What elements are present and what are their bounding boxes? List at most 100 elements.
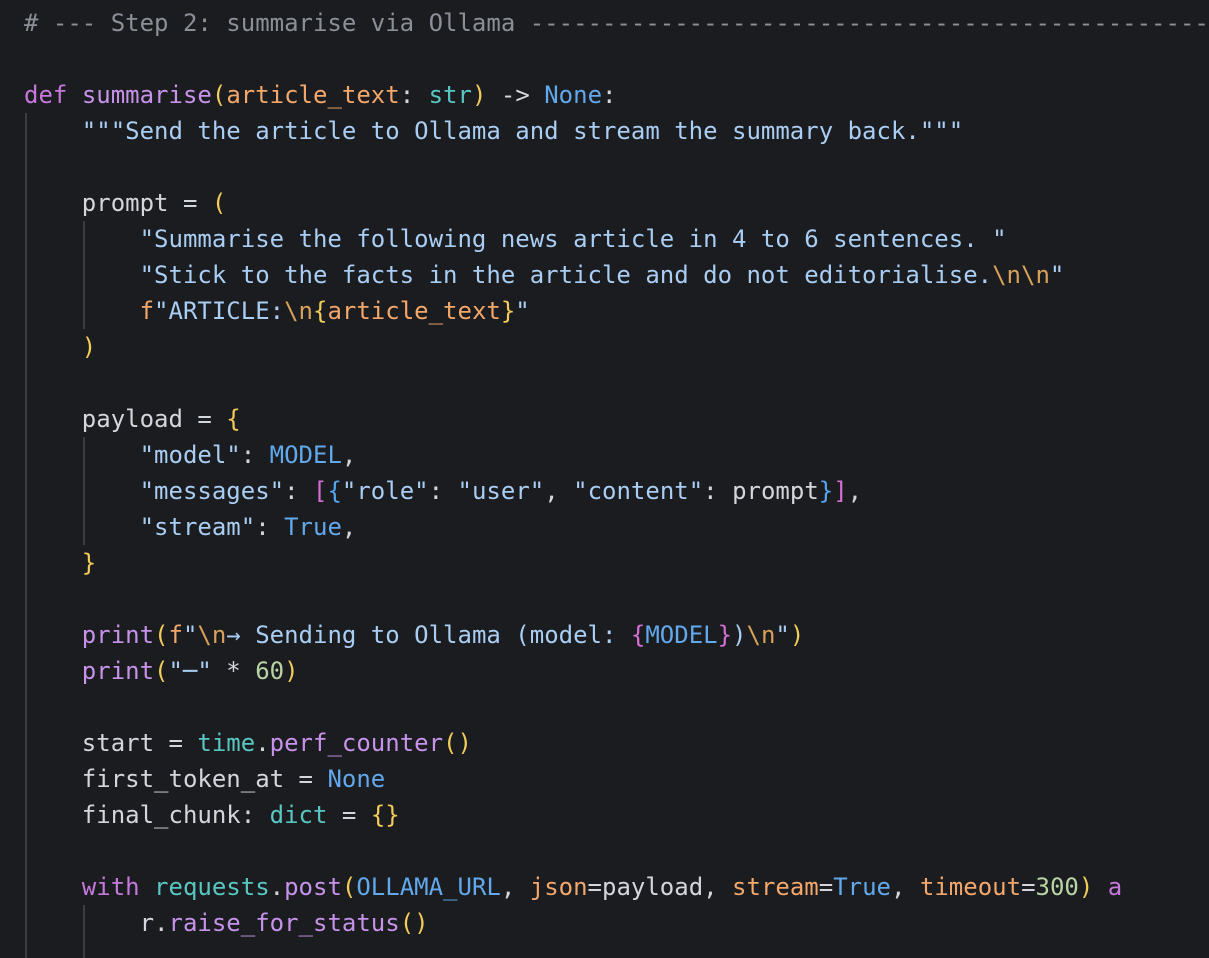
code-line[interactable]: first_token_at = None bbox=[24, 761, 385, 797]
indent-guide bbox=[25, 113, 27, 958]
code-token: f bbox=[168, 621, 183, 649]
code-token bbox=[24, 549, 82, 577]
code-token bbox=[24, 657, 82, 685]
code-token: , bbox=[847, 477, 863, 505]
code-token bbox=[24, 477, 140, 505]
code-token: str bbox=[428, 81, 472, 109]
code-line[interactable]: "messages": [{"role": "user", "content":… bbox=[24, 473, 863, 509]
code-token: } bbox=[717, 621, 733, 649]
code-line[interactable]: "Stick to the facts in the article and d… bbox=[24, 257, 1065, 293]
code-token: article_text bbox=[226, 81, 400, 109]
code-token: " bbox=[515, 297, 530, 325]
code-token: ) bbox=[789, 621, 805, 649]
code-token: None bbox=[544, 81, 603, 109]
code-token: "Summarise the following news article in… bbox=[139, 225, 1007, 253]
code-line[interactable]: "model": MODEL, bbox=[24, 437, 357, 473]
code-line[interactable]: "Summarise the following news article in… bbox=[24, 221, 1007, 257]
code-token: , bbox=[891, 873, 920, 901]
code-token: \n bbox=[746, 621, 776, 649]
code-token: " bbox=[775, 621, 790, 649]
code-token: "role" bbox=[341, 477, 429, 505]
code-token: ( bbox=[154, 657, 169, 685]
code-token: : bbox=[428, 477, 458, 505]
code-token: time bbox=[197, 729, 256, 757]
code-token: # --- Step 2: summarise via Ollama -----… bbox=[24, 9, 1209, 37]
code-token: } bbox=[818, 477, 834, 505]
code-line[interactable]: final_chunk: dict = {} bbox=[24, 797, 400, 833]
code-token: , bbox=[544, 477, 574, 505]
code-token: [ bbox=[313, 477, 328, 505]
code-line[interactable]: payload = { bbox=[24, 401, 241, 437]
code-line[interactable]: "stream": True, bbox=[24, 509, 357, 545]
code-token: " bbox=[1049, 261, 1065, 289]
code-token: MODEL bbox=[645, 621, 718, 649]
code-line[interactable]: prompt = ( bbox=[24, 185, 227, 221]
code-token: ( bbox=[211, 81, 227, 109]
code-token: " bbox=[182, 621, 198, 649]
code-token: True bbox=[284, 513, 342, 541]
code-token: : prompt bbox=[703, 477, 819, 505]
code-line[interactable]: print(f"\n→ Sending to Ollama (model: {M… bbox=[24, 617, 805, 653]
code-token: timeout bbox=[919, 873, 1022, 901]
code-token: prompt bbox=[24, 189, 183, 217]
code-token bbox=[67, 81, 81, 109]
code-token: } bbox=[81, 549, 97, 577]
code-token: . bbox=[154, 909, 169, 937]
code-line[interactable]: } bbox=[24, 545, 96, 581]
code-token bbox=[24, 441, 140, 469]
code-token: () bbox=[399, 909, 429, 937]
code-token: ) bbox=[732, 621, 747, 649]
code-token bbox=[183, 729, 197, 757]
code-token: \n bbox=[284, 297, 313, 325]
code-token: article_text bbox=[327, 297, 501, 325]
code-line[interactable]: start = time.perf_counter() bbox=[24, 725, 472, 761]
code-token: post bbox=[284, 873, 342, 901]
code-line[interactable]: ) bbox=[24, 329, 96, 365]
code-token: dict bbox=[269, 801, 328, 829]
indent-guide bbox=[83, 437, 85, 545]
code-token: MODEL bbox=[269, 441, 342, 469]
code-token: "messages" bbox=[139, 477, 285, 505]
code-token: -> bbox=[486, 81, 545, 109]
code-line[interactable]: def summarise(article_text: str) -> None… bbox=[24, 77, 616, 113]
code-token: , bbox=[341, 441, 357, 469]
code-token: : bbox=[284, 477, 313, 505]
code-token: start bbox=[24, 729, 169, 757]
code-token: requests bbox=[154, 873, 270, 901]
code-token: "stream" bbox=[139, 513, 256, 541]
code-token: ( bbox=[341, 873, 357, 901]
code-token: : bbox=[255, 513, 285, 541]
code-token bbox=[24, 117, 82, 145]
code-token: r bbox=[24, 909, 155, 937]
code-token: "user" bbox=[457, 477, 545, 505]
code-token: final_chunk bbox=[24, 801, 241, 829]
code-token: ) bbox=[284, 657, 299, 685]
code-token: { bbox=[226, 405, 241, 433]
code-token: """Send the article to Ollama and stream… bbox=[81, 117, 964, 145]
code-token bbox=[24, 621, 82, 649]
code-token: 300 bbox=[1035, 873, 1079, 901]
code-line[interactable]: print("─" * 60) bbox=[24, 653, 299, 689]
code-token: ( bbox=[211, 189, 227, 217]
code-token: print bbox=[81, 621, 155, 649]
code-token: = bbox=[1021, 873, 1036, 901]
code-line[interactable]: with requests.post(OLLAMA_URL, json=payl… bbox=[24, 869, 1122, 905]
code-token: perf_counter bbox=[269, 729, 444, 757]
code-token: None bbox=[327, 765, 386, 793]
code-token: : bbox=[399, 81, 429, 109]
code-line[interactable]: f"ARTICLE:\n{article_text}" bbox=[24, 293, 530, 329]
code-token: with bbox=[81, 873, 140, 901]
code-token: "content" bbox=[573, 477, 704, 505]
code-line[interactable]: """Send the article to Ollama and stream… bbox=[24, 113, 963, 149]
code-token: =payload, bbox=[587, 873, 733, 901]
code-token: first_token_at bbox=[24, 765, 299, 793]
code-token: raise_for_status bbox=[168, 909, 400, 937]
code-token: } bbox=[500, 297, 516, 325]
code-token: . bbox=[255, 729, 270, 757]
code-token: ] bbox=[833, 477, 848, 505]
code-token: "model" bbox=[139, 441, 241, 469]
code-token: , bbox=[500, 873, 530, 901]
code-line[interactable]: # --- Step 2: summarise via Ollama -----… bbox=[24, 5, 1209, 41]
code-line[interactable]: r.raise_for_status() bbox=[24, 905, 429, 941]
